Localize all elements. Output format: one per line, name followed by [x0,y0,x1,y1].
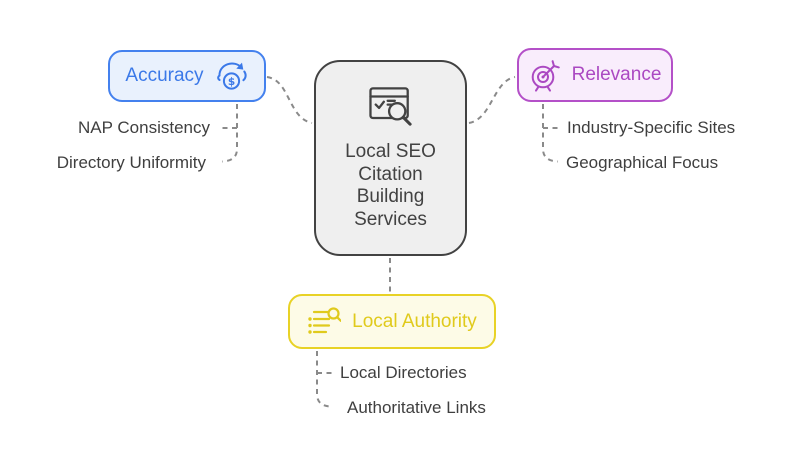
branch-accuracy-label: Accuracy [125,65,204,86]
connector-center-relevance [468,76,516,124]
center-title-line: Services [354,208,427,230]
site-audit-icon [368,87,412,126]
center-title-line: Citation [358,163,423,185]
branch-local-authority-label: Local Authority [352,310,477,332]
branch-relevance: Relevance [517,48,673,102]
target-dart-icon [531,60,560,92]
connector-relevance-child2 [542,104,559,163]
connector-authority-child2 [316,351,332,408]
list-search-icon [308,306,342,334]
center-node-title: Local SEO Citation Building Services [345,141,436,231]
branch-local-authority: Local Authority [288,294,496,349]
sub-item-authoritative-links: Authoritative Links [347,398,486,417]
sub-item-geographical-focus: Geographical Focus [566,153,719,172]
connector-accuracy-child2 [221,104,238,163]
sub-item-local-directories: Local Directories [340,363,467,382]
sub-item-directory-uniformity: Directory Uniformity [56,153,206,172]
branch-relevance-label: Relevance [571,64,662,85]
center-title-line: Local SEO [345,141,436,162]
sub-item-nap-consistency: NAP Consistency [78,118,210,137]
connector-accuracy-center [266,76,313,124]
center-title-line: Building [356,186,425,208]
svg-text:$: $ [227,76,234,88]
currency-exchange-icon: $ [216,62,247,90]
sub-item-industry-specific-sites: Industry-Specific Sites [567,118,736,137]
center-node: Local SEO Citation Building Services [314,60,467,256]
branch-accuracy: Accuracy $ [108,50,266,102]
